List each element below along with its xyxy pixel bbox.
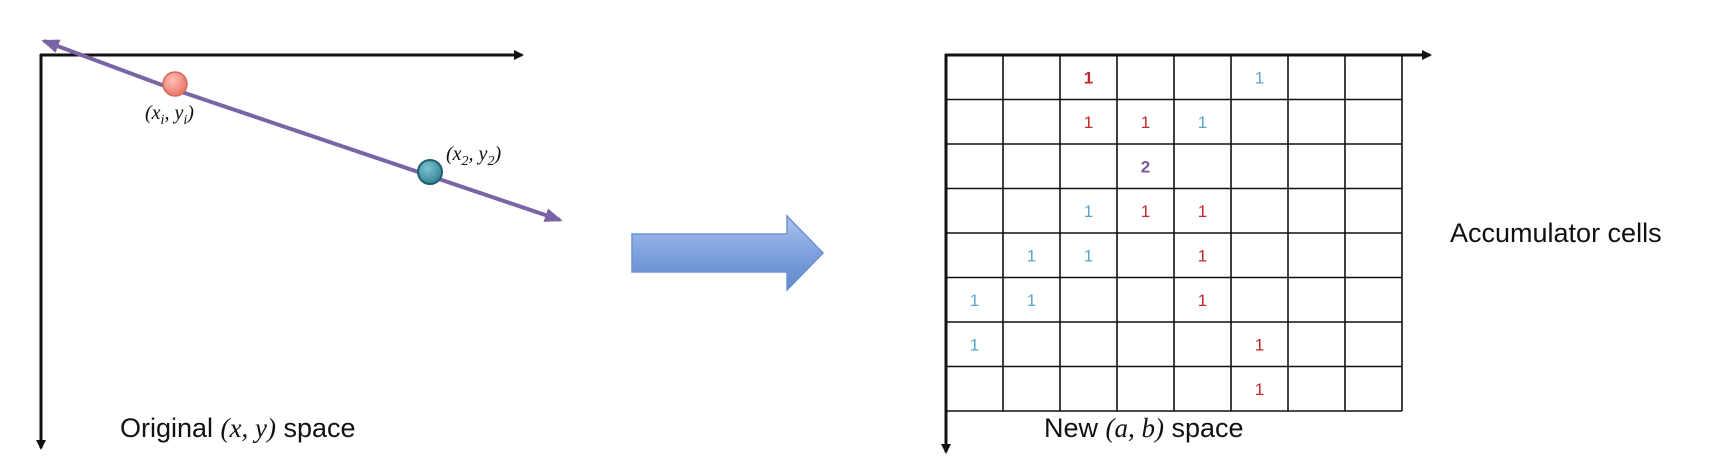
accumulator-grid	[945, 54, 1403, 412]
transform-arrow-icon	[631, 214, 825, 292]
parameter-space-panel: 1 1 1 1 1 2 1 1 1 1 1 1 1 1 1 1 1 1 New (a, b) space	[941, 50, 1432, 454]
accumulator-values: 1 1 1 1 1 2 1 1 1 1 1 1 1 1 1 1 1 1	[970, 68, 1264, 399]
line-through-points-ext	[41, 39, 171, 90]
accumulator-cell-value: 1	[1141, 113, 1150, 132]
accumulator-cell-value: 1	[1027, 291, 1036, 310]
line-through-points	[169, 86, 563, 222]
original-space-caption: Original (x, y) space	[120, 413, 356, 443]
accumulator-cell-value: 1	[1198, 246, 1207, 265]
accumulator-cell-value: 1	[970, 291, 979, 310]
accumulator-cell-value: 1	[1084, 246, 1093, 265]
original-space-panel: (xi, yi) (x2, y2) Original (x, y) space	[36, 39, 563, 450]
point-1-marker	[162, 71, 188, 97]
accumulator-cell-value: 1	[1198, 291, 1207, 310]
accumulator-cell-value: 1	[1198, 113, 1207, 132]
accumulator-cell-value: 1	[1198, 202, 1207, 221]
accumulator-cell-value: 1	[1141, 202, 1150, 221]
point-2-label: (x2, y2)	[446, 143, 501, 169]
accumulator-cell-value: 1	[1255, 68, 1264, 87]
point-2-marker	[417, 159, 443, 185]
accumulator-cell-value: 1	[970, 335, 979, 354]
accumulator-cell-value: 2	[1141, 157, 1150, 176]
accumulator-cell-value: 1	[1084, 202, 1093, 221]
accumulator-cell-value: 1	[1084, 113, 1093, 132]
accumulator-cell-value: 1	[1027, 246, 1036, 265]
accumulator-cell-value: 1	[1255, 380, 1264, 399]
parameter-space-caption: New (a, b) space	[1044, 413, 1244, 443]
point-1-label: (xi, yi)	[145, 102, 194, 128]
accumulator-cell-value: 1	[1084, 68, 1093, 87]
accumulator-cells-label: Accumulator cells	[1450, 218, 1662, 248]
accumulator-cell-value: 1	[1255, 335, 1264, 354]
